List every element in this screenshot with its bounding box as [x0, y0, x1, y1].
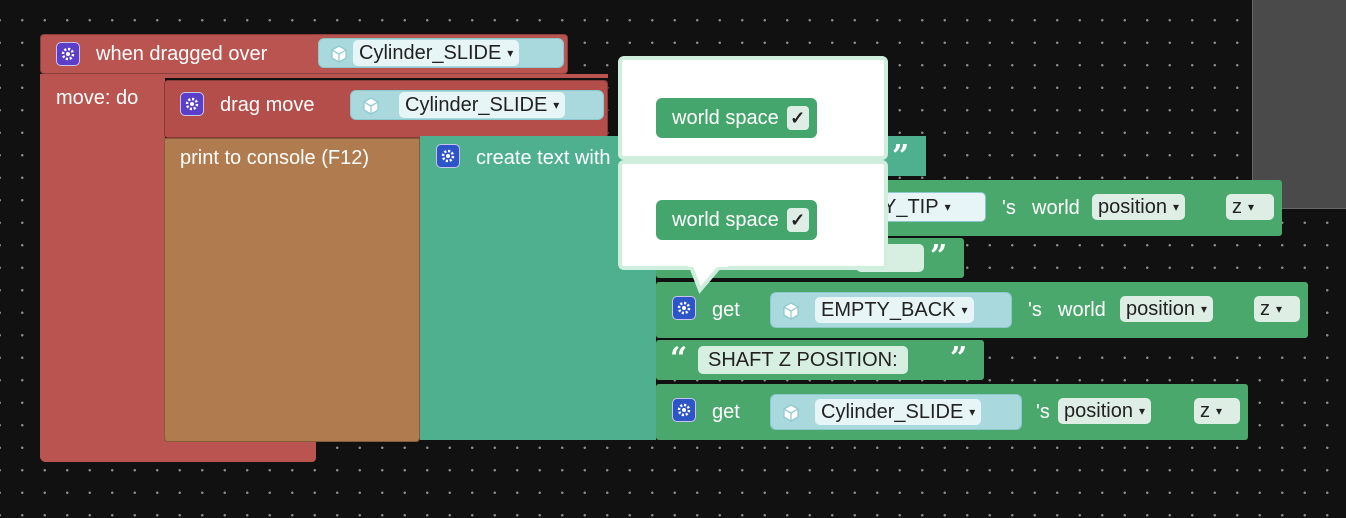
close-quote-icon: ” — [930, 239, 948, 274]
cube-icon — [331, 45, 347, 63]
caret-icon: ▾ — [944, 200, 951, 214]
create-text-block[interactable] — [420, 136, 656, 440]
world-space-popup: world space ✓ — [618, 56, 888, 160]
gear-icon — [436, 144, 460, 168]
row5-poss: 's — [1036, 401, 1050, 423]
caret-icon: ▾ — [1138, 404, 1145, 418]
row1-world: world — [1032, 197, 1080, 219]
do-label: move: do — [56, 87, 139, 109]
caret-icon: ▾ — [1248, 200, 1255, 214]
row3-object-dropdown[interactable]: EMPTY_BACK ▾ — [770, 292, 1012, 328]
popup-pointer — [688, 264, 728, 294]
world-space-popup: world space ✓ — [618, 160, 888, 270]
caret-icon: ▾ — [1276, 302, 1283, 316]
cube-icon — [783, 404, 799, 422]
world-space-label: world space — [672, 208, 779, 231]
row3-axis-dropdown[interactable]: z▾ — [1254, 296, 1300, 322]
checkbox[interactable]: ✓ — [786, 208, 809, 232]
caret-icon: ▾ — [969, 405, 976, 419]
row1-poss: 's — [1002, 197, 1016, 219]
gear-icon — [672, 296, 696, 320]
event-block-bottom — [40, 440, 316, 462]
axis-name: z — [1260, 297, 1270, 320]
print-block[interactable] — [164, 138, 420, 442]
event-block-top-extend — [40, 74, 608, 78]
string-text: SHAFT Z POSITION: — [708, 348, 898, 371]
row4-string-value[interactable]: SHAFT Z POSITION: — [698, 346, 908, 374]
row5-axis-dropdown[interactable]: z▾ — [1194, 398, 1240, 424]
row5-prop-dropdown[interactable]: position ▾ — [1058, 398, 1151, 424]
event-label: when dragged over — [96, 43, 268, 65]
object-name: Cylinder_SLIDE — [405, 93, 548, 116]
row1-prop-dropdown[interactable]: position ▾ — [1092, 194, 1185, 220]
row3-prop-dropdown[interactable]: position ▾ — [1120, 296, 1213, 322]
row3-poss: 's — [1028, 299, 1042, 321]
side-panel — [1252, 0, 1346, 209]
world-space-label: world space — [672, 106, 779, 129]
prop-name: position — [1098, 195, 1167, 218]
cube-icon — [363, 97, 379, 115]
world-space-toggle[interactable]: world space ✓ — [656, 200, 817, 240]
caret-icon: ▾ — [961, 303, 968, 317]
caret-icon: ▾ — [507, 46, 514, 60]
caret-icon: ▾ — [553, 98, 560, 112]
row5-get: get — [712, 401, 740, 423]
caret-icon: ▾ — [1200, 302, 1207, 316]
world-space-toggle[interactable]: world space ✓ — [656, 98, 817, 138]
object-name: EMPTY_BACK — [821, 298, 956, 321]
event-block-body[interactable] — [40, 74, 165, 462]
gear-icon — [672, 398, 696, 422]
prop-name: position — [1126, 297, 1195, 320]
checkbox[interactable]: ✓ — [786, 106, 809, 130]
close-quote-icon: ” — [892, 139, 910, 174]
axis-name: z — [1200, 399, 1210, 422]
open-quote-icon: “ — [670, 341, 688, 376]
object-name: Cylinder_SLIDE — [821, 400, 964, 423]
caret-icon: ▾ — [1172, 200, 1179, 214]
caret-icon: ▾ — [1216, 404, 1223, 418]
prop-name: position — [1064, 399, 1133, 422]
close-quote-icon: ” — [950, 341, 968, 376]
row3-world: world — [1058, 299, 1106, 321]
row1-object-dropdown[interactable]: Y_TIP ▾ — [876, 192, 986, 222]
object-name: Cylinder_SLIDE — [359, 41, 502, 64]
drag-move-label: drag move — [220, 94, 315, 116]
row3-get: get — [712, 299, 740, 321]
gear-icon — [180, 92, 204, 116]
row1-axis-dropdown[interactable]: z▾ — [1226, 194, 1274, 220]
axis-name: z — [1232, 195, 1242, 218]
cube-icon — [783, 302, 799, 320]
row5-object-dropdown[interactable]: Cylinder_SLIDE ▾ — [770, 394, 1022, 430]
gear-icon — [56, 42, 80, 66]
object-dropdown-event[interactable]: Cylinder_SLIDE ▾ — [318, 38, 564, 68]
object-dropdown-drag[interactable]: Cylinder_SLIDE ▾ — [350, 90, 604, 120]
create-text-label: create text with — [476, 147, 611, 169]
object-name: Y_TIP — [883, 195, 939, 218]
print-label: print to console (F12) — [180, 147, 369, 169]
